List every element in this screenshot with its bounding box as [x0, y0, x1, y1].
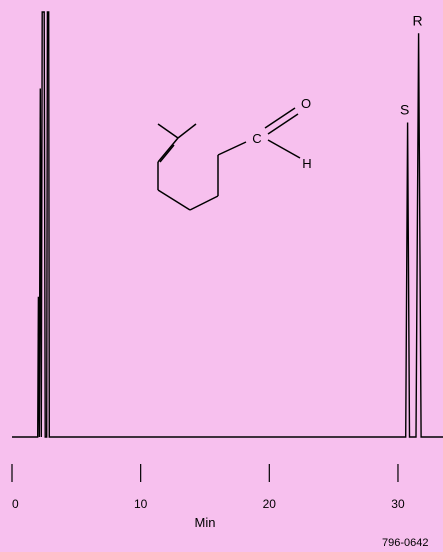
atom-label-o: O: [301, 96, 311, 111]
bond-aldehyde-h: [267, 139, 301, 159]
x-tick-label-30: 30: [391, 497, 405, 511]
x-tick-label-0: 0: [12, 497, 19, 511]
bond-alkene-inner: [159, 144, 175, 163]
bond-alkene-double: [157, 137, 179, 163]
bond-chain-3: [189, 195, 219, 211]
bond-carbonyl-2: [267, 113, 299, 135]
atom-label-c: C: [252, 131, 261, 146]
bond-methyl-right: [177, 123, 197, 139]
x-axis-ticks: 0 10 20 30: [11, 464, 405, 511]
x-tick-label-10: 10: [134, 497, 148, 511]
x-axis-label: Min: [195, 515, 216, 530]
bond-chain-5: [217, 141, 247, 156]
bond-methyl-left: [157, 123, 179, 139]
figure-code: 796-0642: [382, 537, 429, 549]
peak-label-s: S: [400, 102, 409, 118]
citronellal-structure: [157, 107, 301, 211]
bond-chain-2: [157, 189, 191, 211]
atom-label-h: H: [302, 156, 311, 171]
x-tick-label-20: 20: [263, 497, 277, 511]
bond-carbonyl-1: [264, 107, 296, 129]
chromatogram-trace: [12, 11, 443, 438]
peak-label-r: R: [412, 12, 422, 28]
